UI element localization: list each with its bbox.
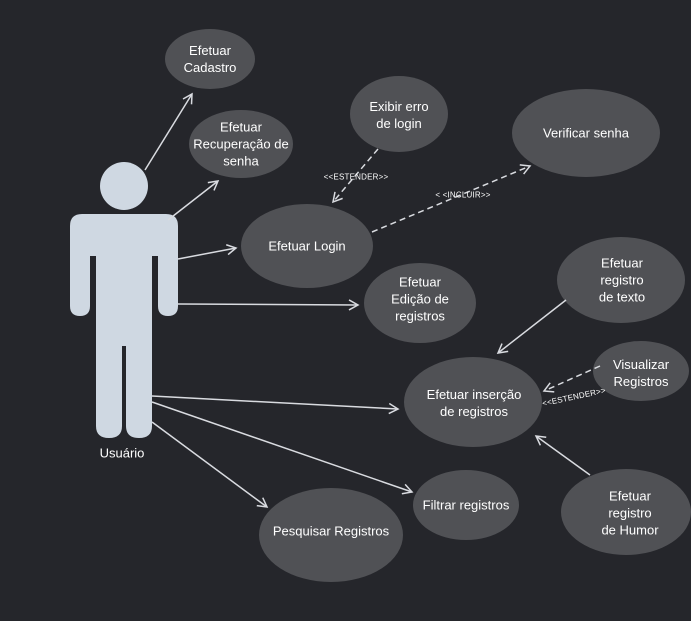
- usecase-insercao: [404, 357, 542, 447]
- stereotype-incluir-senha: < <INCLUIR>>: [435, 190, 491, 200]
- dashed-arrow-estender-login: [332, 148, 379, 204]
- usecase-pesquisar: [259, 488, 403, 582]
- usecase-recuperacao: [189, 110, 293, 178]
- arrow-to-login: [177, 244, 238, 260]
- usecase-cadastro: [165, 29, 255, 89]
- usecase-visualizar: [593, 341, 689, 401]
- arrow-humor-to-insercao: [534, 435, 591, 476]
- label-login: Efetuar Login: [268, 238, 346, 254]
- usecase-registro-humor: [561, 469, 691, 555]
- arrow-to-insercao: [151, 395, 400, 415]
- label-filtrar: Filtrar registros: [422, 497, 510, 513]
- arrow-to-pesquisar: [151, 421, 269, 508]
- actor-figure: [70, 162, 178, 438]
- dashed-arrow-estender-visualizar: [542, 365, 601, 393]
- usecase-registro-texto: [557, 237, 685, 323]
- label-registro-humor: Efetuar registro de Humor: [601, 488, 659, 538]
- stereotype-estender-login: <<ESTENDER>>: [323, 172, 389, 182]
- label-pesquisar: Pesquisar Registros: [272, 523, 390, 539]
- label-registro-texto: Efetuar registro de texto: [598, 255, 646, 305]
- dashed-arrow-incluir-senha: [371, 164, 532, 233]
- label-edicao: Efetuar Edição de registros: [391, 274, 449, 324]
- arrow-to-edicao: [177, 299, 360, 311]
- arrow-to-recuperacao: [167, 180, 220, 221]
- actor-label: Usuário: [99, 445, 145, 461]
- arrow-to-cadastro: [144, 92, 193, 171]
- usecase-login: [241, 204, 373, 288]
- label-recuperacao: Efetuar Recuperação de senha: [193, 119, 289, 169]
- usecase-edicao: [364, 263, 476, 343]
- arrow-to-filtrar: [151, 401, 414, 495]
- label-visualizar: Visualizar Registros: [612, 357, 670, 389]
- label-insercao: Efetuar inserção de registros: [426, 387, 522, 419]
- usecase-verificar-senha: [512, 89, 660, 177]
- arrow-texto-to-insercao: [496, 299, 567, 354]
- label-verificar-senha: Verificar senha: [543, 125, 629, 141]
- usecase-erro-login: [350, 76, 448, 152]
- usecase-filtrar: [413, 470, 519, 540]
- actor-head: [100, 162, 148, 210]
- label-erro-login: Exibir erro de login: [369, 99, 429, 131]
- actor-body: [70, 214, 178, 438]
- label-cadastro: Efetuar Cadastro: [183, 43, 237, 75]
